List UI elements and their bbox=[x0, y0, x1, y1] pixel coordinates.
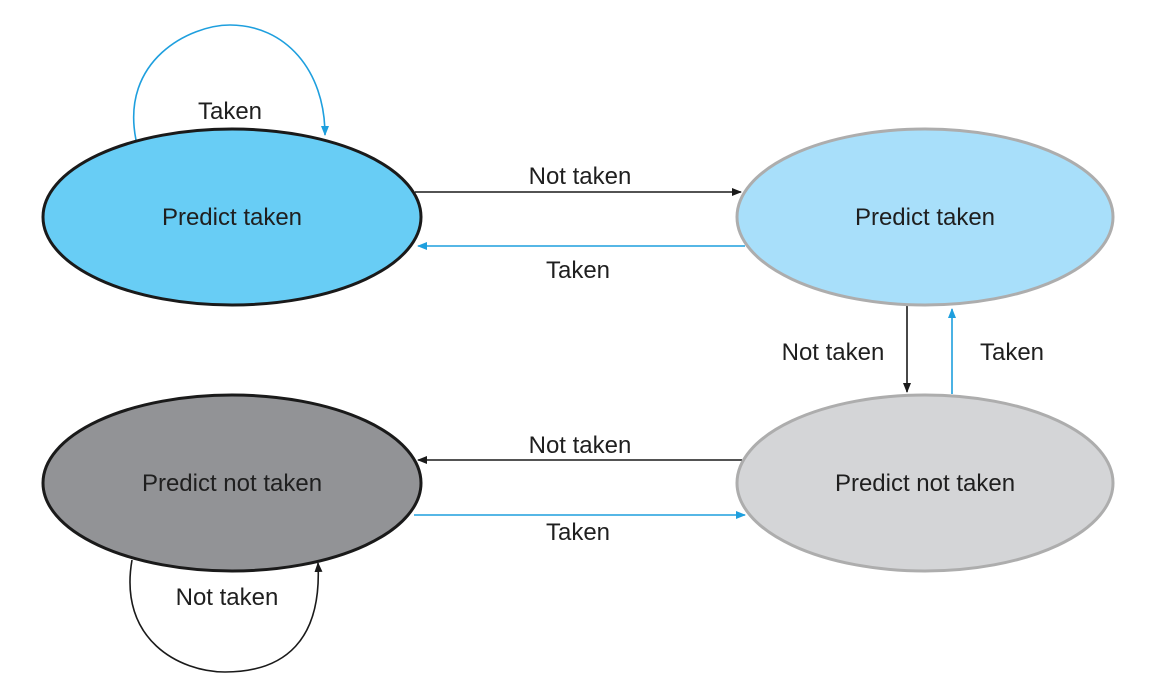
transition-label-strong-not-taken-to-weak-not-taken: Taken bbox=[546, 519, 610, 546]
transition-strong-taken-self bbox=[133, 24, 329, 141]
state-strong-predict-taken-label: Predict taken bbox=[162, 204, 302, 231]
transition-label-strong-taken-self: Taken bbox=[198, 98, 262, 125]
transition-label-weak-taken-to-weak-not-taken: Not taken bbox=[782, 339, 885, 366]
state-strong-predict-not-taken bbox=[41, 393, 423, 573]
transition-label-strong-taken-to-weak-taken: Not taken bbox=[529, 163, 632, 190]
transition-label-strong-not-taken-self: Not taken bbox=[176, 584, 279, 611]
transition-strong-not-taken-self bbox=[129, 559, 323, 673]
state-strong-predict-taken bbox=[41, 127, 423, 307]
transition-label-weak-not-taken-to-weak-taken: Taken bbox=[980, 339, 1044, 366]
state-weak-predict-not-taken-label: Predict not taken bbox=[835, 470, 1015, 497]
state-weak-predict-not-taken bbox=[735, 393, 1115, 573]
state-weak-predict-taken-label: Predict taken bbox=[855, 204, 995, 231]
state-weak-predict-taken bbox=[735, 127, 1115, 307]
transition-label-weak-taken-to-strong-taken: Taken bbox=[546, 257, 610, 284]
state-strong-predict-not-taken-label: Predict not taken bbox=[142, 470, 322, 497]
transition-label-weak-not-taken-to-strong-not-taken: Not taken bbox=[529, 432, 632, 459]
